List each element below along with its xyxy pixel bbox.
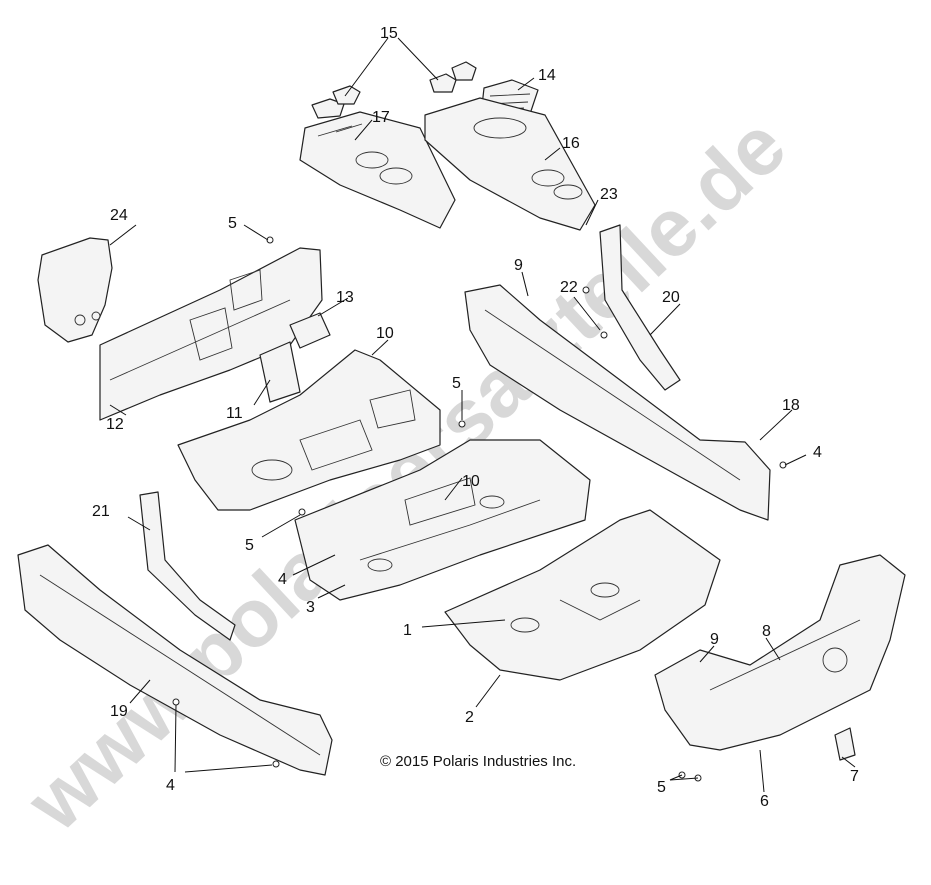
callout-5a: 5 bbox=[228, 215, 237, 232]
callout-1: 1 bbox=[403, 622, 412, 639]
callout-10b: 10 bbox=[462, 473, 480, 490]
part-20-pillar bbox=[599, 224, 681, 391]
callout-24: 24 bbox=[110, 207, 128, 224]
callout-17: 17 bbox=[372, 109, 390, 126]
callout-15: 15 bbox=[380, 25, 398, 42]
callout-23: 23 bbox=[600, 186, 618, 203]
callout-20: 20 bbox=[662, 289, 680, 306]
callout-4a: 4 bbox=[813, 444, 822, 461]
part-21-pillar bbox=[139, 491, 236, 641]
part-7-bracket bbox=[834, 727, 856, 761]
callout-13: 13 bbox=[336, 289, 354, 306]
callout-5d: 5 bbox=[657, 779, 666, 796]
part-13-plate bbox=[289, 312, 331, 349]
part-3-floor bbox=[294, 439, 591, 601]
fasteners bbox=[172, 236, 787, 782]
leader-lines bbox=[109, 37, 856, 793]
callout-2: 2 bbox=[465, 709, 474, 726]
callout-18: 18 bbox=[782, 397, 800, 414]
callout-19: 19 bbox=[110, 703, 128, 720]
part-2-tub bbox=[444, 509, 721, 681]
part-18-rocker-right bbox=[464, 284, 771, 521]
part-15-caps bbox=[311, 61, 477, 119]
callout-16: 16 bbox=[562, 135, 580, 152]
callout-10a: 10 bbox=[376, 325, 394, 342]
part-10-tray-upper bbox=[177, 349, 441, 511]
callout-4c: 4 bbox=[166, 777, 175, 794]
part-17-console bbox=[299, 111, 456, 229]
callout-21: 21 bbox=[92, 503, 110, 520]
callout-7: 7 bbox=[850, 768, 859, 785]
part-11-plate bbox=[259, 341, 301, 403]
callout-6: 6 bbox=[760, 793, 769, 810]
callout-5b: 5 bbox=[452, 375, 461, 392]
callout-12: 12 bbox=[106, 416, 124, 433]
callout-3: 3 bbox=[306, 599, 315, 616]
copyright-text: © 2015 Polaris Industries Inc. bbox=[380, 753, 576, 770]
callout-9a: 9 bbox=[514, 257, 523, 274]
callouts: 15 14 17 16 23 24 5 9 22 13 20 10 5 11 1… bbox=[92, 25, 859, 810]
callout-14: 14 bbox=[538, 67, 556, 84]
callout-4b: 4 bbox=[278, 571, 287, 588]
part-24-panel bbox=[37, 237, 113, 343]
callout-22: 22 bbox=[560, 279, 578, 296]
callout-8: 8 bbox=[762, 623, 771, 640]
part-16-console bbox=[424, 97, 596, 231]
callout-9b: 9 bbox=[710, 631, 719, 648]
part-19-rocker-left bbox=[17, 544, 333, 776]
callout-5c: 5 bbox=[245, 537, 254, 554]
callout-11: 11 bbox=[226, 405, 243, 422]
